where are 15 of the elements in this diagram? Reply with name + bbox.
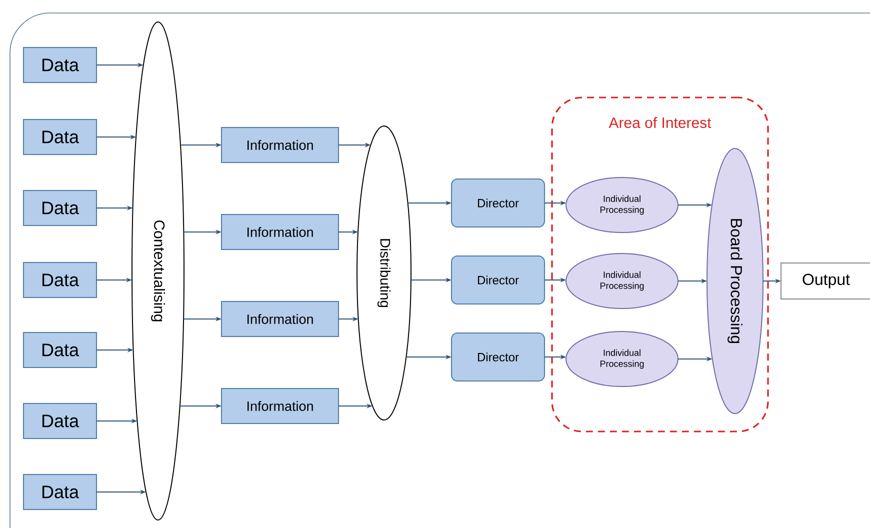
director-box: Director [451,332,545,382]
information-box: Information [221,301,339,337]
data-box: Data [23,47,97,83]
director-box: Director [451,178,545,228]
data-box: Data [23,332,97,368]
data-box: Data [23,262,97,298]
director-box: Director [451,256,545,304]
information-box: Information [221,214,339,250]
information-box: Information [221,127,339,163]
data-box: Data [23,403,97,439]
data-box: Data [23,119,97,155]
data-box: Data [23,190,97,226]
data-box: Data [23,474,97,510]
information-box: Information [221,388,339,424]
output-box: Output [780,262,870,300]
